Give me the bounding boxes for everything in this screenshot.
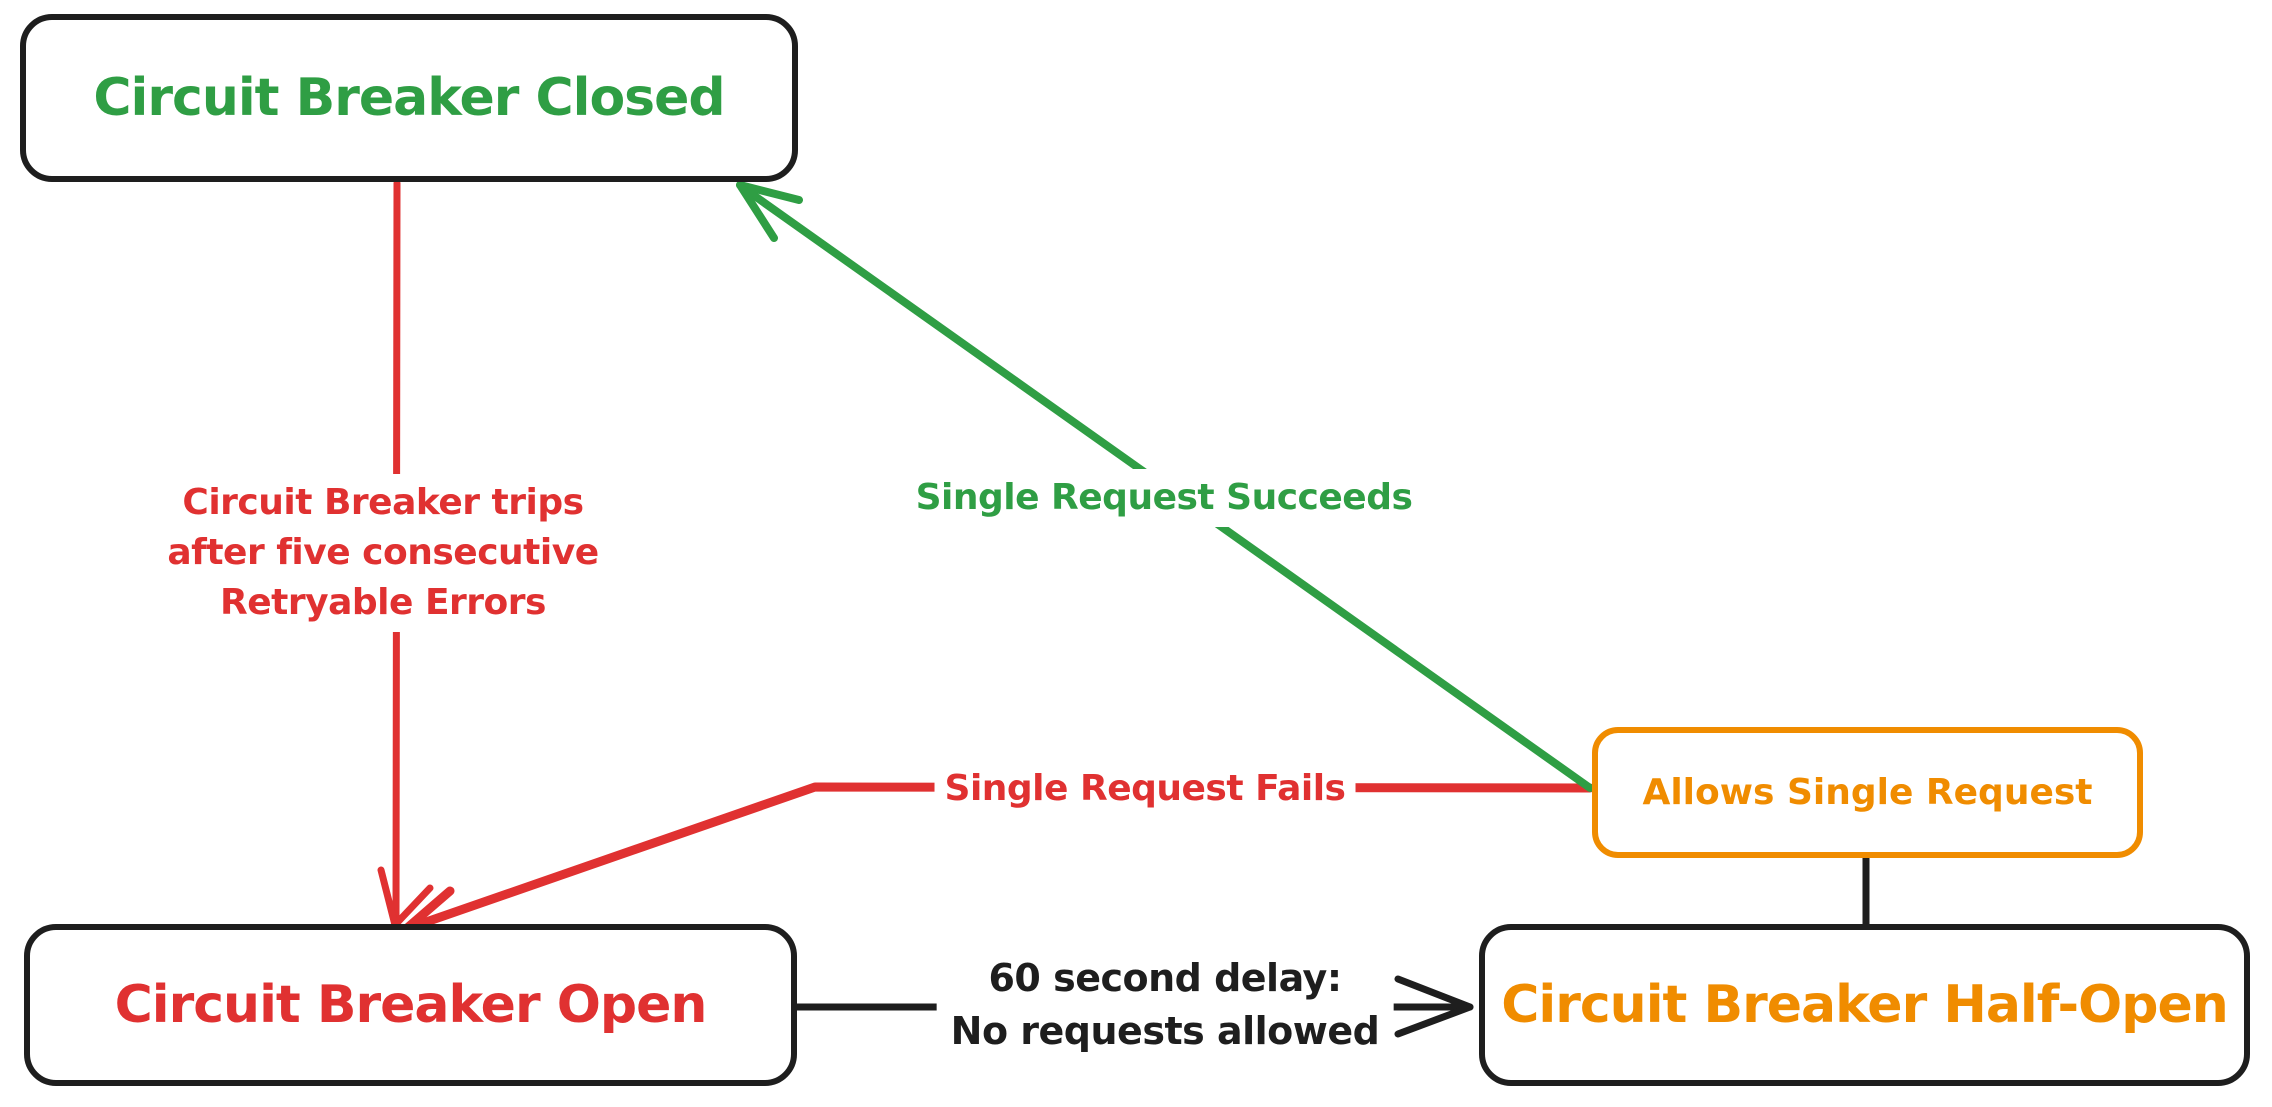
node-circuit-breaker-open: Circuit Breaker Open (24, 924, 797, 1086)
node-circuit-breaker-closed: Circuit Breaker Closed (20, 14, 798, 182)
edge-label-trips-line2: after five consecutive (167, 532, 599, 573)
edge-label-delay-line2: No requests allowed (950, 1009, 1380, 1053)
edge-label-delay: 60 second delay: No requests allowed (936, 948, 1394, 1062)
node-allows-single-request-label: Allows Single Request (1642, 772, 2093, 813)
node-circuit-breaker-open-label: Circuit Breaker Open (114, 975, 708, 1035)
node-circuit-breaker-closed-label: Circuit Breaker Closed (93, 68, 725, 128)
edge-label-delay-line1: 60 second delay: (988, 956, 1342, 1000)
edge-label-trips: Circuit Breaker trips after five consecu… (153, 474, 613, 632)
edge-label-trips-line1: Circuit Breaker trips (182, 482, 584, 523)
edge-label-succeeds: Single Request Succeeds (901, 469, 1427, 527)
node-allows-single-request: Allows Single Request (1592, 727, 2143, 858)
node-circuit-breaker-half-open-label: Circuit Breaker Half-Open (1501, 975, 2229, 1035)
node-circuit-breaker-half-open: Circuit Breaker Half-Open (1479, 924, 2250, 1086)
edge-label-trips-line3: Retryable Errors (220, 582, 546, 623)
edge-label-fails: Single Request Fails (934, 762, 1356, 816)
